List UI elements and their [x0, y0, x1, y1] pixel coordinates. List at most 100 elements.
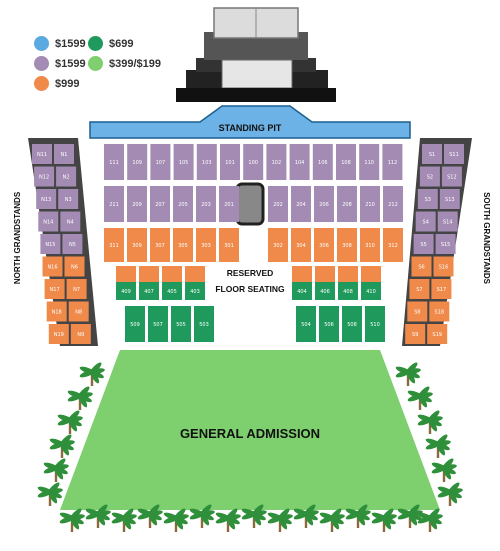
- section-508[interactable]: [342, 306, 362, 342]
- section-211[interactable]: [104, 186, 124, 222]
- section-506[interactable]: [319, 306, 339, 342]
- section-304[interactable]: [291, 228, 311, 262]
- section-404-upper[interactable]: [292, 266, 312, 282]
- section-111[interactable]: [104, 144, 124, 180]
- section-N4[interactable]: [60, 211, 81, 232]
- section-406[interactable]: [315, 282, 335, 300]
- section-S11[interactable]: [444, 144, 464, 164]
- section-100[interactable]: [243, 144, 264, 180]
- section-103[interactable]: [196, 144, 217, 180]
- section-209[interactable]: [127, 186, 147, 222]
- section-409-upper[interactable]: [116, 266, 136, 282]
- section-N11[interactable]: [32, 144, 52, 164]
- section-406-upper[interactable]: [315, 266, 335, 282]
- section-310[interactable]: [360, 228, 380, 262]
- section-312[interactable]: [383, 228, 403, 262]
- section-S18[interactable]: [429, 301, 450, 322]
- section-N14[interactable]: [38, 211, 59, 232]
- section-S12[interactable]: [441, 166, 462, 187]
- section-112[interactable]: [382, 144, 403, 180]
- section-N16[interactable]: [42, 256, 63, 277]
- section-407[interactable]: [139, 282, 159, 300]
- section-407-upper[interactable]: [139, 266, 159, 282]
- section-410-upper[interactable]: [361, 266, 381, 282]
- section-104[interactable]: [289, 144, 310, 180]
- section-403-upper[interactable]: [185, 266, 205, 282]
- section-408-upper[interactable]: [338, 266, 358, 282]
- section-208[interactable]: [337, 186, 357, 222]
- palm-tree-icon: [345, 504, 371, 528]
- section-509[interactable]: [125, 306, 145, 342]
- section-309[interactable]: [127, 228, 147, 262]
- section-S5[interactable]: [413, 234, 434, 254]
- section-N7[interactable]: [66, 279, 87, 299]
- section-504[interactable]: [296, 306, 316, 342]
- section-N18[interactable]: [46, 301, 67, 322]
- section-S3[interactable]: [417, 189, 438, 209]
- section-303[interactable]: [196, 228, 216, 262]
- general-admission-area[interactable]: [60, 350, 440, 510]
- section-N19[interactable]: [48, 324, 69, 344]
- section-101[interactable]: [220, 144, 240, 180]
- section-306[interactable]: [314, 228, 334, 262]
- section-302[interactable]: [268, 228, 288, 262]
- section-N6[interactable]: [64, 256, 85, 277]
- section-503[interactable]: [194, 306, 214, 342]
- section-S9[interactable]: [405, 324, 426, 344]
- section-409[interactable]: [116, 282, 136, 300]
- section-S1[interactable]: [422, 144, 442, 164]
- section-N17[interactable]: [44, 279, 65, 299]
- section-405-upper[interactable]: [162, 266, 182, 282]
- section-S15[interactable]: [435, 234, 456, 254]
- section-108[interactable]: [336, 144, 356, 180]
- section-N12[interactable]: [34, 166, 55, 187]
- section-S13[interactable]: [439, 189, 460, 209]
- section-308[interactable]: [337, 228, 357, 262]
- section-N9[interactable]: [70, 324, 91, 344]
- section-S14[interactable]: [437, 211, 458, 232]
- section-S8[interactable]: [407, 301, 428, 322]
- section-102[interactable]: [266, 144, 287, 180]
- section-210[interactable]: [360, 186, 380, 222]
- section-201[interactable]: [219, 186, 239, 222]
- section-510[interactable]: [365, 306, 385, 342]
- section-S6[interactable]: [411, 256, 432, 277]
- section-203[interactable]: [196, 186, 216, 222]
- section-N13[interactable]: [36, 189, 57, 209]
- section-307[interactable]: [150, 228, 170, 262]
- section-107[interactable]: [150, 144, 171, 180]
- section-507[interactable]: [148, 306, 168, 342]
- section-105[interactable]: [173, 144, 194, 180]
- section-S16[interactable]: [433, 256, 454, 277]
- section-505[interactable]: [171, 306, 191, 342]
- section-404[interactable]: [292, 282, 312, 300]
- section-205[interactable]: [173, 186, 193, 222]
- section-212[interactable]: [383, 186, 403, 222]
- standing-pit[interactable]: [89, 105, 411, 139]
- section-206[interactable]: [314, 186, 334, 222]
- section-S19[interactable]: [427, 324, 448, 344]
- section-S17[interactable]: [431, 279, 452, 299]
- section-N8[interactable]: [68, 301, 89, 322]
- section-311[interactable]: [104, 228, 124, 262]
- section-405[interactable]: [162, 282, 182, 300]
- section-N15[interactable]: [40, 234, 61, 254]
- section-N3[interactable]: [58, 189, 79, 209]
- section-N1[interactable]: [54, 144, 74, 164]
- section-S4[interactable]: [415, 211, 436, 232]
- section-403[interactable]: [185, 282, 205, 300]
- section-305[interactable]: [173, 228, 193, 262]
- section-N2[interactable]: [56, 166, 77, 187]
- section-207[interactable]: [150, 186, 170, 222]
- section-110[interactable]: [359, 144, 380, 180]
- section-408[interactable]: [338, 282, 358, 300]
- section-301[interactable]: [219, 228, 239, 262]
- section-106[interactable]: [312, 144, 333, 180]
- section-410[interactable]: [361, 282, 381, 300]
- section-S2[interactable]: [419, 166, 440, 187]
- section-109[interactable]: [127, 144, 148, 180]
- section-S7[interactable]: [409, 279, 430, 299]
- section-204[interactable]: [291, 186, 311, 222]
- section-N5[interactable]: [62, 234, 83, 254]
- section-202[interactable]: [268, 186, 288, 222]
